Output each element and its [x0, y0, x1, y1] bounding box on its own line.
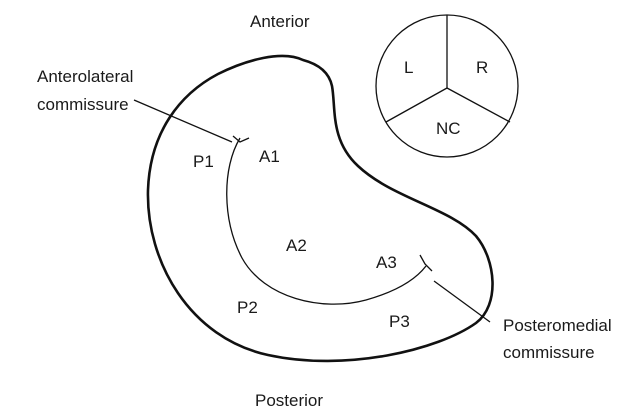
anterior-label: Anterior — [250, 12, 310, 31]
anterolateral-label-line1: Anterolateral — [37, 67, 133, 86]
mitral-annulus-outline — [148, 56, 493, 361]
aortic-cusp-divider-right — [447, 88, 510, 122]
posteromedial-commissure-marker — [420, 255, 432, 271]
posterior-label: Posterior — [255, 391, 323, 410]
scallop-a1-label: A1 — [259, 147, 280, 166]
posteromedial-label-line2: commissure — [503, 343, 595, 362]
anterolateral-leader-line — [134, 100, 232, 142]
aortic-cusp-right-label: R — [476, 58, 488, 77]
posteromedial-label-line1: Posteromedial — [503, 316, 612, 335]
aortic-valve: L R NC — [376, 15, 518, 157]
coaptation-line — [227, 138, 426, 304]
anterolateral-commissure-marker — [233, 136, 249, 142]
aortic-cusp-left-label: L — [404, 58, 413, 77]
scallop-p1-label: P1 — [193, 152, 214, 171]
aortic-cusp-divider-left — [386, 88, 447, 122]
scallop-p2-label: P2 — [237, 298, 258, 317]
anterolateral-label-line2: commissure — [37, 95, 129, 114]
aortic-cusp-noncoronary-label: NC — [436, 119, 461, 138]
scallop-p3-label: P3 — [389, 312, 410, 331]
scallop-a3-label: A3 — [376, 253, 397, 272]
posteromedial-leader-line — [434, 281, 490, 322]
scallop-a2-label: A2 — [286, 236, 307, 255]
